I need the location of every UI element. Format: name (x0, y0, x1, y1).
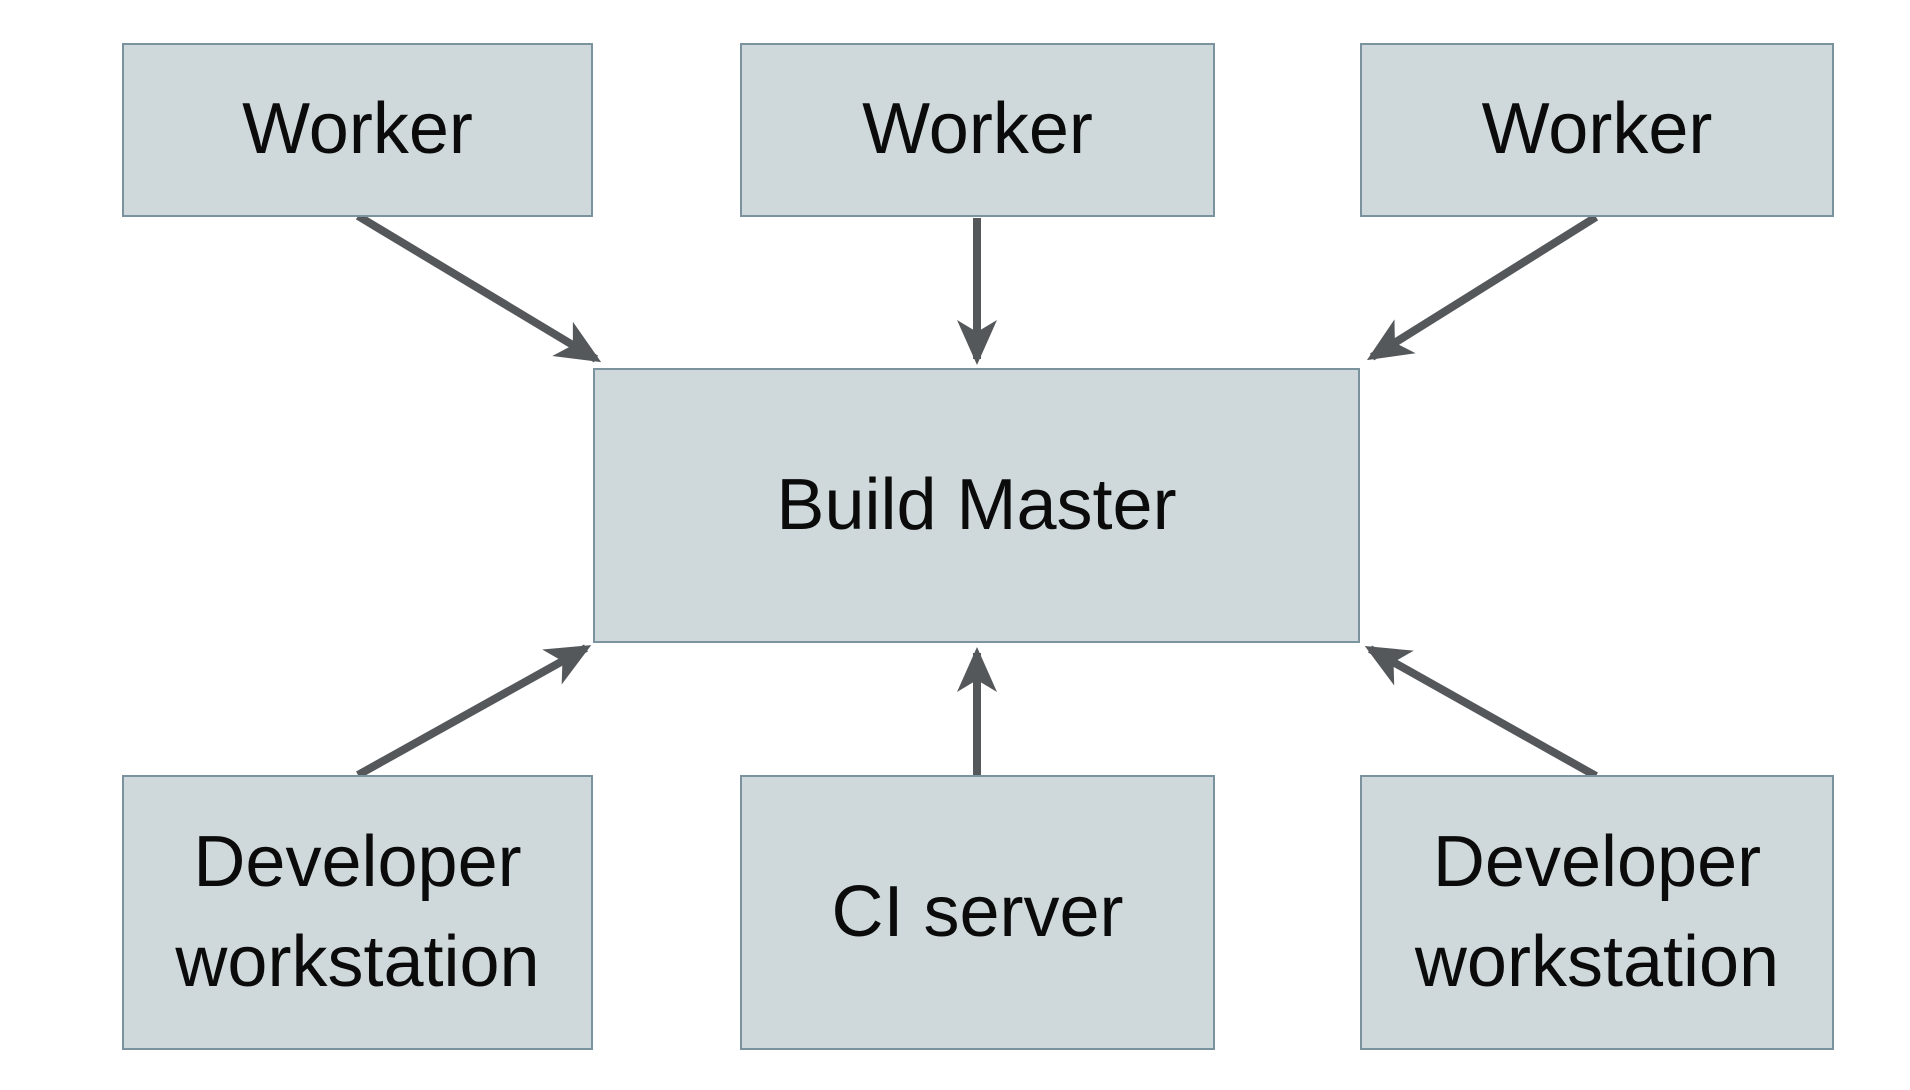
node-worker-left-label: Worker (242, 89, 473, 170)
node-ci-server: CI server (740, 775, 1215, 1050)
node-developer-workstation-right-label: Developer workstation (1414, 822, 1780, 1002)
node-developer-workstation-left: Developer workstation (122, 775, 593, 1050)
node-ci-server-label: CI server (831, 871, 1124, 952)
node-worker-center-label: Worker (862, 89, 1093, 170)
arrow-developer-workstation-left-to-build-master (356, 644, 592, 779)
node-worker-center: Worker (740, 43, 1215, 217)
node-worker-left: Worker (122, 43, 593, 217)
arrow-developer-workstation-right-to-build-master (1364, 645, 1598, 780)
arrow-worker-right-to-build-master (1366, 213, 1599, 361)
node-build-master: Build Master (593, 368, 1360, 643)
node-developer-workstation-right: Developer workstation (1360, 775, 1834, 1050)
node-developer-workstation-left-label: Developer workstation (175, 822, 540, 1002)
node-build-master-label: Build Master (776, 464, 1177, 545)
arrow-worker-left-to-build-master (355, 212, 602, 363)
node-worker-right-label: Worker (1481, 89, 1713, 170)
node-worker-right: Worker (1360, 43, 1834, 217)
